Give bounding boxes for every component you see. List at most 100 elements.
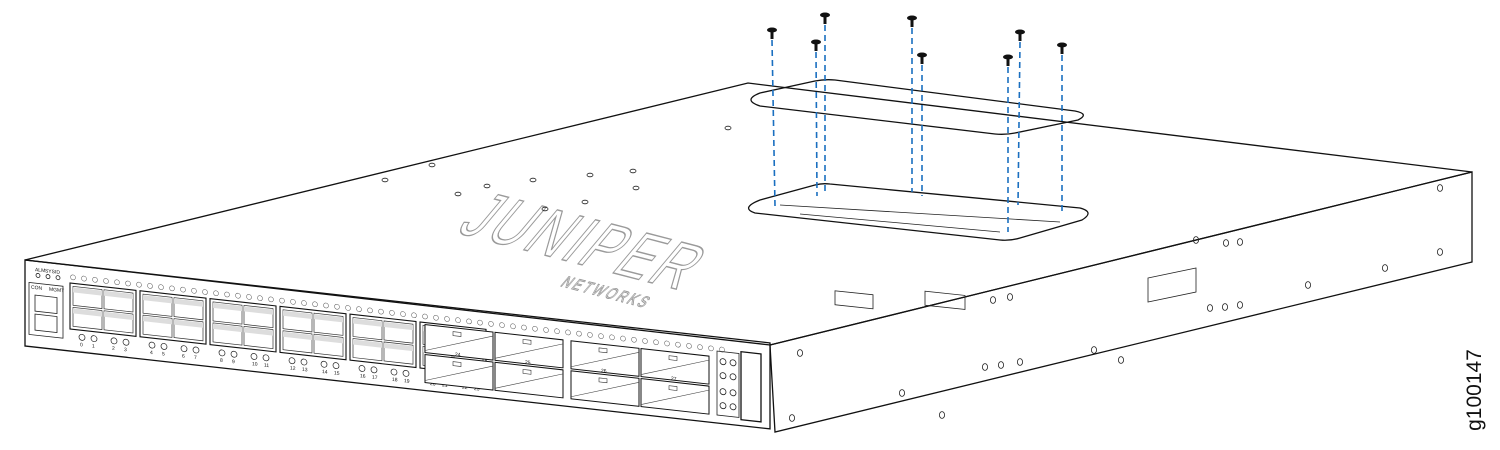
screw-hole	[1437, 248, 1444, 256]
screw-hole	[1223, 239, 1230, 247]
port-led	[218, 349, 226, 357]
vent-hole	[213, 290, 219, 297]
vent-hole	[81, 275, 87, 282]
port-led	[180, 345, 188, 353]
screw-hole	[629, 168, 637, 174]
vent-hole	[609, 334, 615, 341]
vent-hole	[455, 317, 461, 323]
screw-hole	[428, 162, 436, 168]
qsfp-port[interactable]	[570, 340, 640, 377]
port-led	[332, 362, 340, 369]
vent-hole	[598, 333, 604, 339]
mgmt-port[interactable]	[34, 313, 58, 334]
screw-hole	[1437, 184, 1444, 192]
sfp-port-shading	[314, 314, 343, 323]
fan-vent-hole	[719, 358, 727, 366]
vent-hole	[433, 314, 439, 321]
sfp-port-shading	[213, 302, 242, 312]
qsfp-port[interactable]	[570, 370, 640, 407]
vent-hole	[323, 302, 329, 309]
mgmt-label: MGMT	[49, 287, 64, 295]
led-alm	[35, 273, 41, 278]
port-number: 3	[124, 347, 127, 353]
port-led	[90, 335, 98, 343]
screw-hole	[1207, 304, 1214, 312]
qsfp-port[interactable]	[640, 347, 710, 385]
vent-hole	[565, 329, 571, 336]
screw-icon	[1057, 42, 1067, 54]
vent-hole	[257, 295, 263, 301]
vent-hole	[301, 300, 307, 306]
sfp-port-shading	[143, 316, 172, 325]
qsfp-port[interactable]	[640, 377, 710, 415]
vent-hole	[103, 278, 109, 284]
vent-hole	[675, 341, 681, 348]
port-led	[390, 368, 398, 376]
port-led	[358, 365, 366, 372]
screw-hole	[939, 411, 946, 419]
vent-hole	[708, 345, 714, 352]
port-led	[320, 360, 328, 368]
sfp-port-shading	[283, 331, 312, 340]
qsfp-port-frame	[570, 340, 640, 377]
screw-shaft	[920, 55, 924, 64]
screws	[767, 12, 1067, 232]
console-port[interactable]	[34, 294, 58, 315]
vent-hole	[114, 279, 120, 286]
fan-vent-hole	[729, 389, 737, 397]
screw-icon	[767, 27, 777, 39]
port-number: 0	[80, 342, 83, 348]
cover-opening	[748, 183, 1089, 241]
vent-hole	[664, 340, 670, 347]
vent-hole	[620, 335, 626, 342]
sfp-port-shading	[353, 339, 382, 348]
screw-shaft	[823, 15, 827, 24]
sfp-cage	[69, 282, 137, 337]
port-number: 21	[442, 382, 448, 389]
sfp-port-shading	[174, 319, 203, 328]
qsfp-port[interactable]	[424, 353, 494, 391]
vent-hole	[719, 346, 725, 353]
screw-hole	[998, 361, 1005, 369]
guide-line	[815, 51, 818, 197]
vent-hole	[466, 318, 472, 325]
screw-hole	[1237, 238, 1244, 246]
screw-icon	[820, 12, 830, 24]
screw-hole	[1305, 281, 1312, 289]
guide-line	[771, 39, 776, 207]
qsfp-port[interactable]	[494, 361, 564, 399]
vent-hole	[488, 321, 494, 327]
vent-hole	[686, 343, 692, 349]
vent-hole	[444, 316, 450, 322]
qsfp-latch	[598, 347, 608, 354]
vent-hole	[345, 305, 351, 311]
port-number: 12	[290, 366, 296, 373]
qsfp-port-frame	[640, 347, 710, 385]
vent-hole	[125, 280, 131, 287]
port-number: 2	[112, 346, 115, 352]
port-number: 4	[150, 350, 153, 356]
vent-hole	[587, 332, 593, 338]
qsfp-port[interactable]	[494, 331, 564, 369]
vent-hole	[367, 307, 373, 314]
vent-hole	[378, 308, 384, 315]
screw-hole	[1382, 264, 1389, 272]
vent-hole	[268, 296, 274, 303]
port-led	[370, 366, 378, 374]
sfp-port-shading	[104, 290, 133, 300]
port-number: 14	[322, 369, 328, 376]
qsfp-port[interactable]	[424, 323, 494, 361]
screw-icon	[811, 39, 821, 51]
qsfp-port-detail	[570, 382, 640, 398]
screw-hole	[899, 389, 906, 397]
vent-hole	[532, 325, 538, 332]
vent-hole	[554, 328, 560, 334]
qsfp-latch	[522, 339, 532, 345]
screw-hole	[724, 125, 732, 131]
internal-connector	[834, 290, 874, 310]
vent-hole	[697, 344, 703, 350]
fan-vent-hole	[729, 373, 737, 381]
